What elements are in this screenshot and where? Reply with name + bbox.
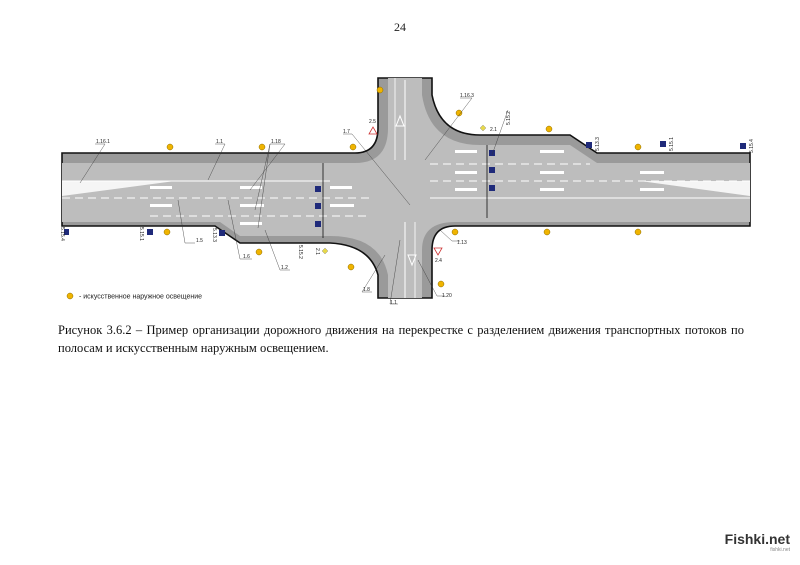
label-1-16-1: 1.16.1 [96, 139, 110, 145]
lamp-legend-icon [66, 292, 74, 300]
label-1-18: 1.18 [271, 139, 281, 145]
label-2-1-bottom: 2.1 [314, 248, 320, 255]
watermark: Fishki.net fishki.net [725, 531, 790, 553]
label-1-6: 1.6 [243, 254, 250, 260]
label-5-13-3-right: 5.13.3 [595, 137, 601, 151]
legend-text: - искусственное наружное освещение [79, 294, 202, 301]
street-lamps [163, 86, 642, 288]
label-5-15-2-bottom: 5.15.2 [297, 245, 303, 259]
label-1-8: 1.8 [363, 287, 370, 293]
label-5-15-4-left: 5.15.4 [59, 227, 65, 241]
watermark-sub: fishki.net [770, 547, 790, 553]
label-5-15-2-top: 5.15.2 [506, 111, 512, 125]
figure-caption: Рисунок 3.6.2 – Пример организации дорож… [58, 323, 744, 355]
label-1-5: 1.5 [196, 238, 203, 244]
road-surface [62, 78, 750, 298]
watermark-brand: Fishki.net [724, 531, 790, 547]
direction-arrows [150, 114, 664, 267]
legend: - искусственное наружное освещение [66, 292, 202, 301]
hatched-islands [62, 181, 750, 196]
label-1-16-3: 1.16.3 [460, 93, 474, 99]
label-5-13-3-left: 5.13.3 [211, 228, 217, 242]
intersection-diagram: 1.16.1 1.1 1.18 1.7 2.5 1.16.3 2.1 5.15.… [59, 77, 755, 306]
label-5-15-4-right: 5.15.4 [749, 139, 755, 153]
road-signs [64, 124, 746, 256]
label-1-1: 1.1 [216, 139, 223, 145]
page-number: 24 [394, 20, 406, 34]
label-2-5: 2.5 [369, 119, 376, 125]
leader-lines [79, 97, 509, 305]
label-1-2: 1.2 [281, 265, 288, 271]
marking-labels: 1.16.1 1.1 1.18 1.7 2.5 1.16.3 2.1 5.15.… [59, 93, 755, 306]
label-2-4: 2.4 [435, 258, 442, 264]
label-1-7: 1.7 [343, 129, 350, 135]
stop-lines [322, 145, 488, 238]
label-1-20: 1.20 [442, 293, 452, 299]
label-5-15-1-left: 5.15.1 [138, 227, 144, 241]
label-5-15-1-right: 5.15.1 [669, 137, 675, 151]
label-1-1-bottom: 1.1 [390, 300, 397, 306]
label-2-1-top: 2.1 [490, 127, 497, 133]
label-1-13: 1.13 [457, 240, 467, 246]
